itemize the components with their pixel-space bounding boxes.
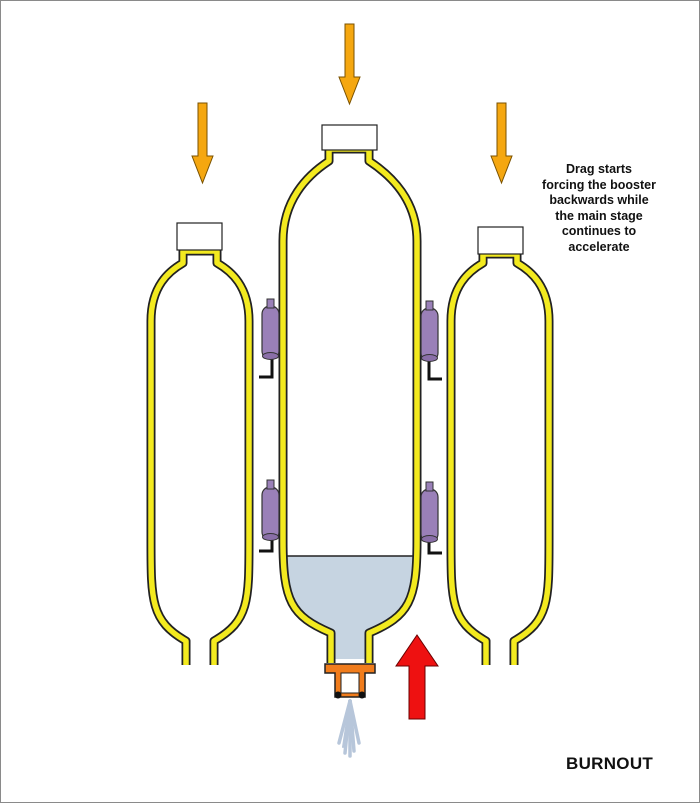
main-stage-cap xyxy=(321,124,378,151)
drag-arrow-left xyxy=(191,102,214,185)
right-booster-bottle xyxy=(446,226,554,665)
drag-caption: Drag starts forcing the booster backward… xyxy=(529,162,669,255)
caption-line: the main stage xyxy=(555,208,643,223)
caption-line: forcing the booster xyxy=(542,177,656,192)
right-booster-cap xyxy=(477,226,524,255)
caption-line: accelerate xyxy=(568,239,630,254)
caption-line: backwards while xyxy=(549,193,649,207)
main-stage-bottle xyxy=(278,124,422,663)
clamp-left-lower xyxy=(259,479,280,553)
main-stage-water xyxy=(285,556,416,659)
left-booster-bottle xyxy=(146,222,254,665)
caption-line: continues to xyxy=(561,224,637,238)
clamp-right-upper xyxy=(420,300,442,381)
caption-line: Drag starts xyxy=(566,162,632,176)
drag-arrow-right xyxy=(490,102,513,185)
left-booster-cap xyxy=(176,222,223,251)
clamp-left-upper xyxy=(259,298,280,379)
main-stage-nozzle xyxy=(324,663,376,699)
stage-label: BURNOUT xyxy=(566,754,654,773)
water-spray xyxy=(337,699,361,758)
thrust-arrow xyxy=(395,634,439,720)
clamp-right-lower xyxy=(420,481,442,555)
drag-arrow-center xyxy=(338,23,361,106)
